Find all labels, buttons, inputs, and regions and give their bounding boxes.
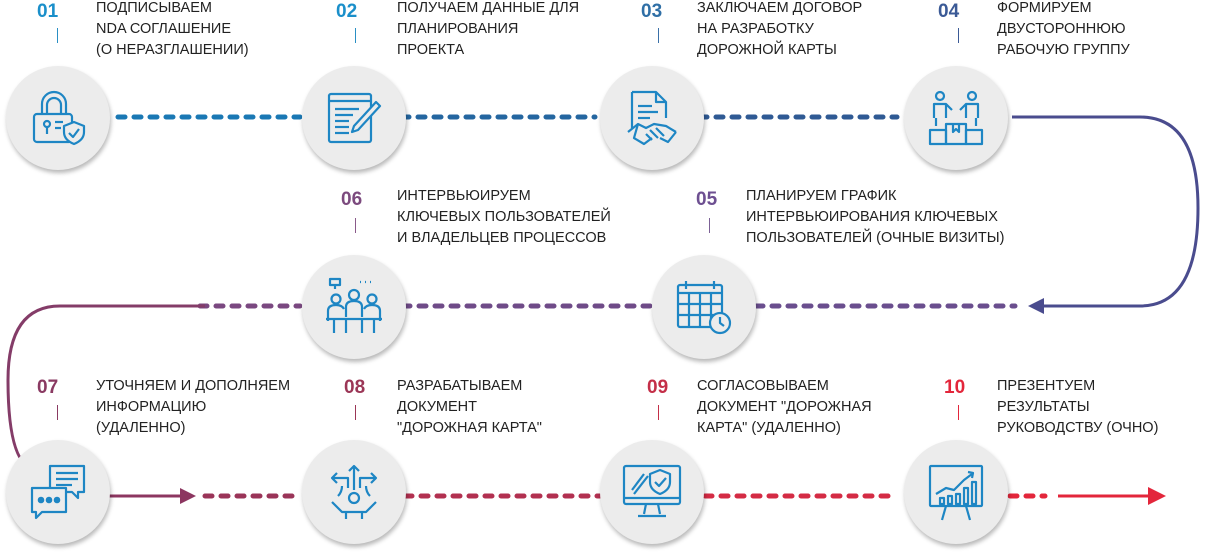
step-1-line-1: ПОДПИСЫВАЕМ — [96, 0, 212, 16]
step-1-label: ПОДПИСЫВАЕМ NDA СОГЛАШЕНИЕ (О НЕРАЗГЛАШЕ… — [96, 0, 249, 61]
step-3-number: 03 — [641, 1, 663, 22]
step-2-line-1: ПОЛУЧАЕМ ДАННЫЕ ДЛЯ — [397, 0, 580, 16]
step-8-circle — [302, 440, 406, 544]
step-1-number: 01 — [37, 1, 59, 22]
step-5-line-2: ИНТЕРВЬЮИРОВАНИЯ КЛЮЧЕВЫХ — [746, 209, 998, 225]
meeting-people-icon — [326, 277, 382, 333]
chat-bubbles-icon — [30, 464, 86, 520]
step-2-number: 02 — [336, 1, 358, 22]
step-2-line-2: ПЛАНИРОВАНИЯ — [397, 21, 519, 37]
monitor-shield-icon — [622, 464, 682, 518]
step-10-circle — [904, 440, 1008, 544]
step-10-label: ПРЕЗЕНТУЕМ РЕЗУЛЬТАТЫ РУКОВОДСТВУ (ОЧНО) — [997, 376, 1158, 439]
step-9-line-1: СОГЛАСОВЫВАЕМ — [697, 378, 829, 394]
step-4-tick — [958, 28, 959, 43]
person-arrows-icon — [330, 464, 378, 519]
calendar-clock-icon — [676, 281, 732, 335]
step-7-line-3: (УДАЛЕННО) — [96, 420, 186, 436]
step-8-line-3: "ДОРОЖНАЯ КАРТА" — [397, 420, 542, 436]
step-3-tick — [658, 28, 659, 43]
step-1-tick — [57, 28, 58, 43]
step-10-number: 10 — [944, 377, 966, 398]
step-10-line-1: ПРЕЗЕНТУЕМ — [997, 378, 1096, 394]
step-4-line-1: ФОРМИРУЕМ — [997, 0, 1092, 16]
step-4-circle — [904, 66, 1008, 170]
step-2-tick — [355, 28, 356, 43]
step-9-line-3: КАРТА" (УДАЛЕННО) — [697, 420, 841, 436]
step-9-number: 09 — [647, 377, 669, 398]
contract-handshake-icon — [627, 90, 677, 146]
step-10-line-2: РЕЗУЛЬТАТЫ — [997, 399, 1090, 415]
step-3-line-1: ЗАКЛЮЧАЕМ ДОГОВОР — [697, 0, 863, 16]
step-4-label: ФОРМИРУЕМ ДВУСТОРОННЮЮ РАБОЧУЮ ГРУППУ — [997, 0, 1130, 61]
step-10-line-3: РУКОВОДСТВУ (ОЧНО) — [997, 420, 1159, 436]
step-8-line-1: РАЗРАБАТЫВАЕМ — [397, 378, 523, 394]
step-5-label: ПЛАНИРУЕМ ГРАФИК ИНТЕРВЬЮИРОВАНИЯ КЛЮЧЕВ… — [746, 186, 1004, 249]
step-2-label: ПОЛУЧАЕМ ДАННЫЕ ДЛЯ ПЛАНИРОВАНИЯ ПРОЕКТА — [397, 0, 579, 61]
document-pen-icon — [327, 92, 382, 144]
step-2-circle — [302, 66, 406, 170]
step-1-circle — [6, 66, 110, 170]
step-6-circle — [302, 255, 406, 359]
step-7-label: УТОЧНЯЕМ И ДОПОЛНЯЕМ ИНФОРМАЦИЮ (УДАЛЕНН… — [96, 376, 290, 439]
step-3-label: ЗАКЛЮЧАЕМ ДОГОВОР НА РАЗРАБОТКУ ДОРОЖНОЙ… — [697, 0, 862, 61]
lock-shield-icon — [32, 90, 86, 146]
step-5-number: 05 — [696, 189, 718, 210]
step-7-line-2: ИНФОРМАЦИЮ — [96, 399, 207, 415]
step-4-line-2: ДВУСТОРОННЮЮ — [997, 21, 1126, 37]
step-3-line-3: ДОРОЖНОЙ КАРТЫ — [697, 42, 837, 58]
step-8-number: 08 — [344, 377, 366, 398]
step-1-line-3: (О НЕРАЗГЛАШЕНИИ) — [96, 42, 249, 58]
step-6-tick — [355, 218, 356, 233]
step-8-label: РАЗРАБАТЫВАЕМ ДОКУМЕНТ "ДОРОЖНАЯ КАРТА" — [397, 376, 542, 439]
step-5-circle — [652, 255, 756, 359]
step-3-line-2: НА РАЗРАБОТКУ — [697, 21, 814, 37]
step-8-line-2: ДОКУМЕНТ — [397, 399, 477, 415]
row3-connector — [105, 487, 1166, 505]
step-9-label: СОГЛАСОВЫВАЕМ ДОКУМЕНТ "ДОРОЖНАЯ КАРТА" … — [697, 376, 872, 439]
step-6-line-3: И ВЛАДЕЛЬЦЕВ ПРОЦЕССОВ — [397, 230, 607, 246]
step-6-number: 06 — [341, 189, 363, 210]
step-2-line-3: ПРОЕКТА — [397, 42, 465, 58]
step-5-tick — [709, 218, 710, 233]
team-podium-icon — [928, 90, 984, 146]
step-7-tick — [57, 405, 58, 420]
chart-presentation-icon — [928, 464, 984, 521]
row2-arrowhead — [1028, 298, 1044, 314]
step-7-circle — [6, 440, 110, 544]
step-7-number: 07 — [37, 377, 59, 398]
step-4-line-3: РАБОЧУЮ ГРУППУ — [997, 42, 1130, 58]
step-5-line-3: ПОЛЬЗОВАТЕЛЕЙ (ОЧНЫЕ ВИЗИТЫ) — [746, 230, 1005, 246]
row1-to-row2-curve — [1012, 115, 1200, 308]
step-6-line-2: КЛЮЧЕВЫХ ПОЛЬЗОВАТЕЛЕЙ — [397, 209, 611, 225]
step-1-line-2: NDA СОГЛАШЕНИЕ — [96, 21, 232, 37]
step-9-circle — [600, 440, 704, 544]
step-4-number: 04 — [938, 1, 960, 22]
step-6-line-1: ИНТЕРВЬЮИРУЕМ — [397, 188, 531, 204]
step-10-tick — [958, 405, 959, 420]
step-9-tick — [658, 405, 659, 420]
step-5-line-1: ПЛАНИРУЕМ ГРАФИК — [746, 188, 897, 204]
step-7-line-1: УТОЧНЯЕМ И ДОПОЛНЯЕМ — [96, 378, 291, 394]
step-8-tick — [355, 405, 356, 420]
step-6-label: ИНТЕРВЬЮИРУЕМ КЛЮЧЕВЫХ ПОЛЬЗОВАТЕЛЕЙ И В… — [397, 186, 611, 249]
step-3-circle — [600, 66, 704, 170]
step-9-line-2: ДОКУМЕНТ "ДОРОЖНАЯ — [697, 399, 872, 415]
